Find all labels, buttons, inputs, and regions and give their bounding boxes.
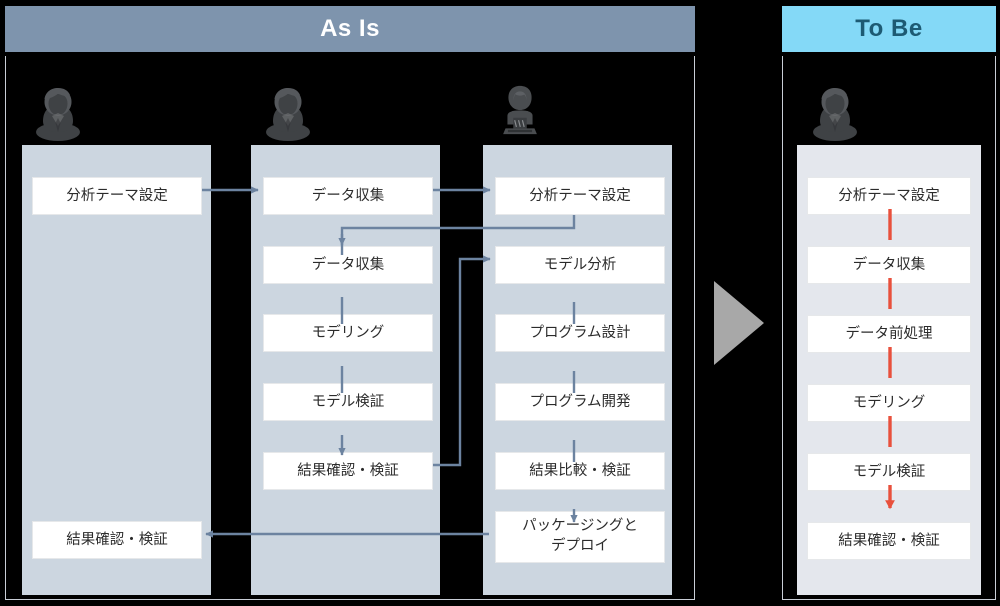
as-is-body: 分析テーマ設定 結果確認・検証 データ収集 データ収集 モデリング モデル検証 … (5, 56, 695, 600)
engineer-with-laptop-icon (494, 83, 546, 139)
business-person-icon (809, 85, 861, 141)
transition-arrow (714, 281, 764, 365)
process-box[interactable]: 分析テーマ設定 (495, 177, 665, 215)
as-is-panel: As Is (5, 6, 695, 600)
process-box[interactable]: プログラム設計 (495, 314, 665, 352)
process-box[interactable]: データ前処理 (807, 315, 971, 353)
to-be-panel: To Be 分析テーマ設定 データ収集 データ前処理 モデリング モデル検証 結 (782, 6, 996, 600)
process-box[interactable]: 分析テーマ設定 (32, 177, 202, 215)
process-box[interactable]: 結果確認・検証 (807, 522, 971, 560)
to-be-title: To Be (782, 6, 996, 52)
process-box[interactable]: データ収集 (263, 246, 433, 284)
process-box[interactable]: プログラム開発 (495, 383, 665, 421)
business-person-icon (262, 85, 314, 141)
process-box[interactable]: モデル検証 (807, 453, 971, 491)
process-box-line-2: デプロイ (551, 538, 609, 554)
process-box[interactable]: モデリング (263, 314, 433, 352)
process-box[interactable]: 結果確認・検証 (32, 521, 202, 559)
process-box[interactable]: データ収集 (807, 246, 971, 284)
process-box-line-1: パッケージングと (522, 518, 638, 535)
process-box[interactable]: モデリング (807, 384, 971, 422)
to-be-body: 分析テーマ設定 データ収集 データ前処理 モデリング モデル検証 結果確認・検証 (782, 56, 996, 600)
process-box[interactable]: データ収集 (263, 177, 433, 215)
process-box[interactable]: パッケージングと デプロイ (495, 511, 665, 563)
as-is-title: As Is (5, 6, 695, 52)
process-box[interactable]: 結果確認・検証 (263, 452, 433, 490)
process-box[interactable]: モデル分析 (495, 246, 665, 284)
process-box[interactable]: モデル検証 (263, 383, 433, 421)
process-box[interactable]: 結果比較・検証 (495, 452, 665, 490)
lane-1-background (22, 145, 211, 595)
process-box[interactable]: 分析テーマ設定 (807, 177, 971, 215)
business-person-icon (32, 85, 84, 141)
